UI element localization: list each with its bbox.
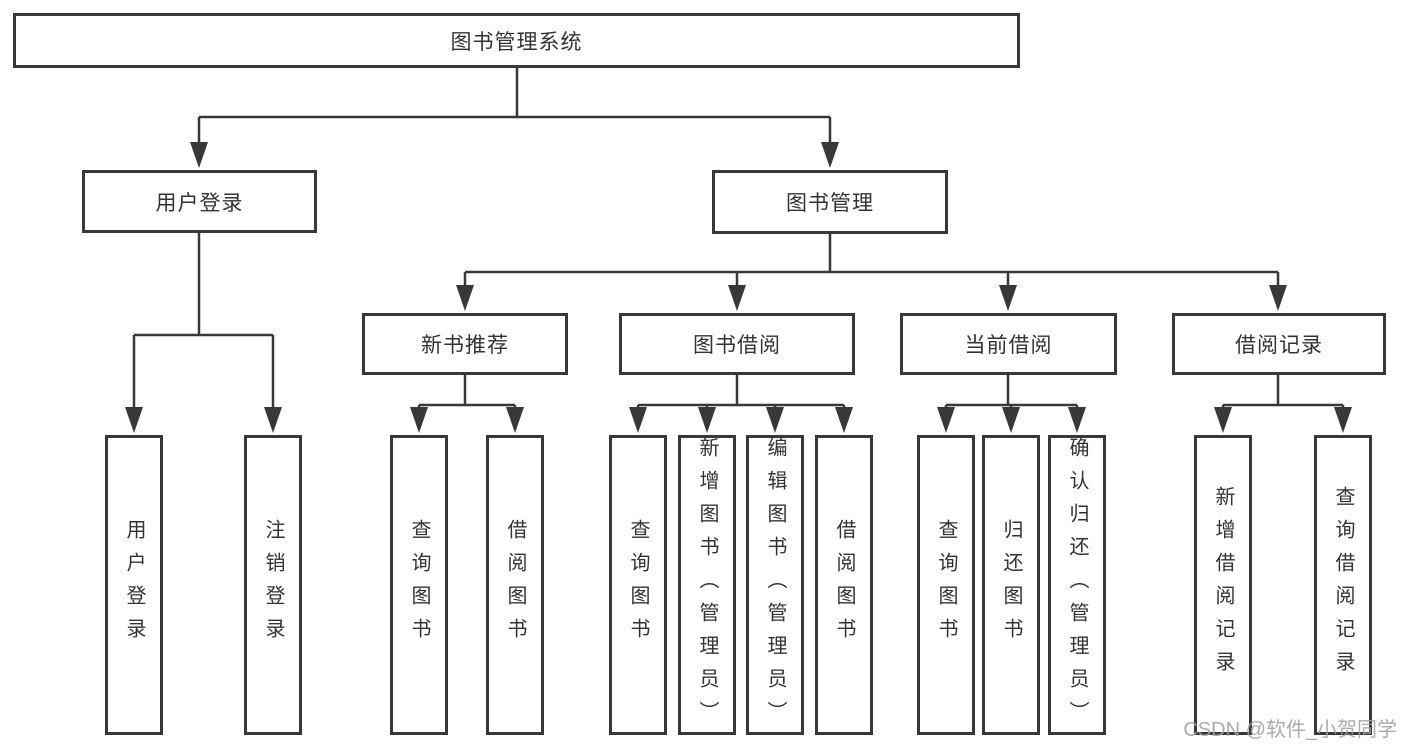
leaf-edit-books-admin: 编辑图书（管理员） bbox=[746, 435, 804, 735]
node-label: 当前借阅 bbox=[964, 334, 1053, 357]
leaf-return-books: 归还图书 bbox=[982, 435, 1040, 735]
leaf-query-books: 查询图书 bbox=[609, 435, 667, 735]
node-label: 新书推荐 bbox=[421, 334, 509, 357]
node-label: 查询图书 bbox=[627, 519, 649, 651]
node-label: 注销登录 bbox=[262, 519, 284, 651]
node-book-management: 图书管理 bbox=[712, 170, 948, 234]
node-label: 归还图书 bbox=[1000, 519, 1022, 651]
node-label: 图书管理系统 bbox=[450, 30, 583, 54]
leaf-add-books-admin: 新增图书（管理员） bbox=[678, 435, 736, 735]
leaf-add-borrow-record: 新增借阅记录 bbox=[1194, 435, 1252, 735]
node-borrowing-records: 借阅记录 bbox=[1172, 313, 1386, 375]
csdn-watermark: CSDN @软件_小贺同学 bbox=[1183, 719, 1397, 741]
node-label: 新增借阅记录 bbox=[1212, 486, 1234, 684]
node-user-login: 用户登录 bbox=[82, 170, 317, 233]
node-label: 确认归还（管理员） bbox=[1066, 436, 1088, 734]
node-label: 新增图书（管理员） bbox=[696, 436, 718, 734]
leaf-borrow-books: 借阅图书 bbox=[486, 435, 544, 735]
node-current-borrowing: 当前借阅 bbox=[900, 313, 1117, 375]
node-label: 用户登录 bbox=[123, 519, 145, 651]
leaf-query-books: 查询图书 bbox=[917, 435, 975, 735]
leaf-query-borrow-record: 查询借阅记录 bbox=[1314, 435, 1372, 735]
leaf-confirm-return-admin: 确认归还（管理员） bbox=[1048, 435, 1106, 735]
node-label: 查询图书 bbox=[408, 519, 430, 651]
node-label: 图书管理 bbox=[786, 192, 874, 215]
node-label: 借阅图书 bbox=[833, 519, 855, 651]
node-label: 图书借阅 bbox=[693, 334, 781, 357]
leaf-borrow-books: 借阅图书 bbox=[815, 435, 873, 735]
node-label: 借阅记录 bbox=[1235, 334, 1323, 357]
node-label: 编辑图书（管理员） bbox=[764, 436, 786, 734]
leaf-logout: 注销登录 bbox=[244, 435, 302, 735]
node-library-management-system: 图书管理系统 bbox=[13, 13, 1020, 68]
leaf-query-books: 查询图书 bbox=[390, 435, 448, 735]
node-label: 借阅图书 bbox=[504, 519, 526, 651]
node-label: 查询图书 bbox=[935, 519, 957, 651]
node-label: 用户登录 bbox=[155, 191, 244, 215]
node-new-book-recommendation: 新书推荐 bbox=[362, 313, 568, 375]
node-book-borrowing: 图书借阅 bbox=[619, 313, 855, 375]
node-label: 查询借阅记录 bbox=[1332, 486, 1354, 684]
leaf-user-login: 用户登录 bbox=[105, 435, 163, 735]
